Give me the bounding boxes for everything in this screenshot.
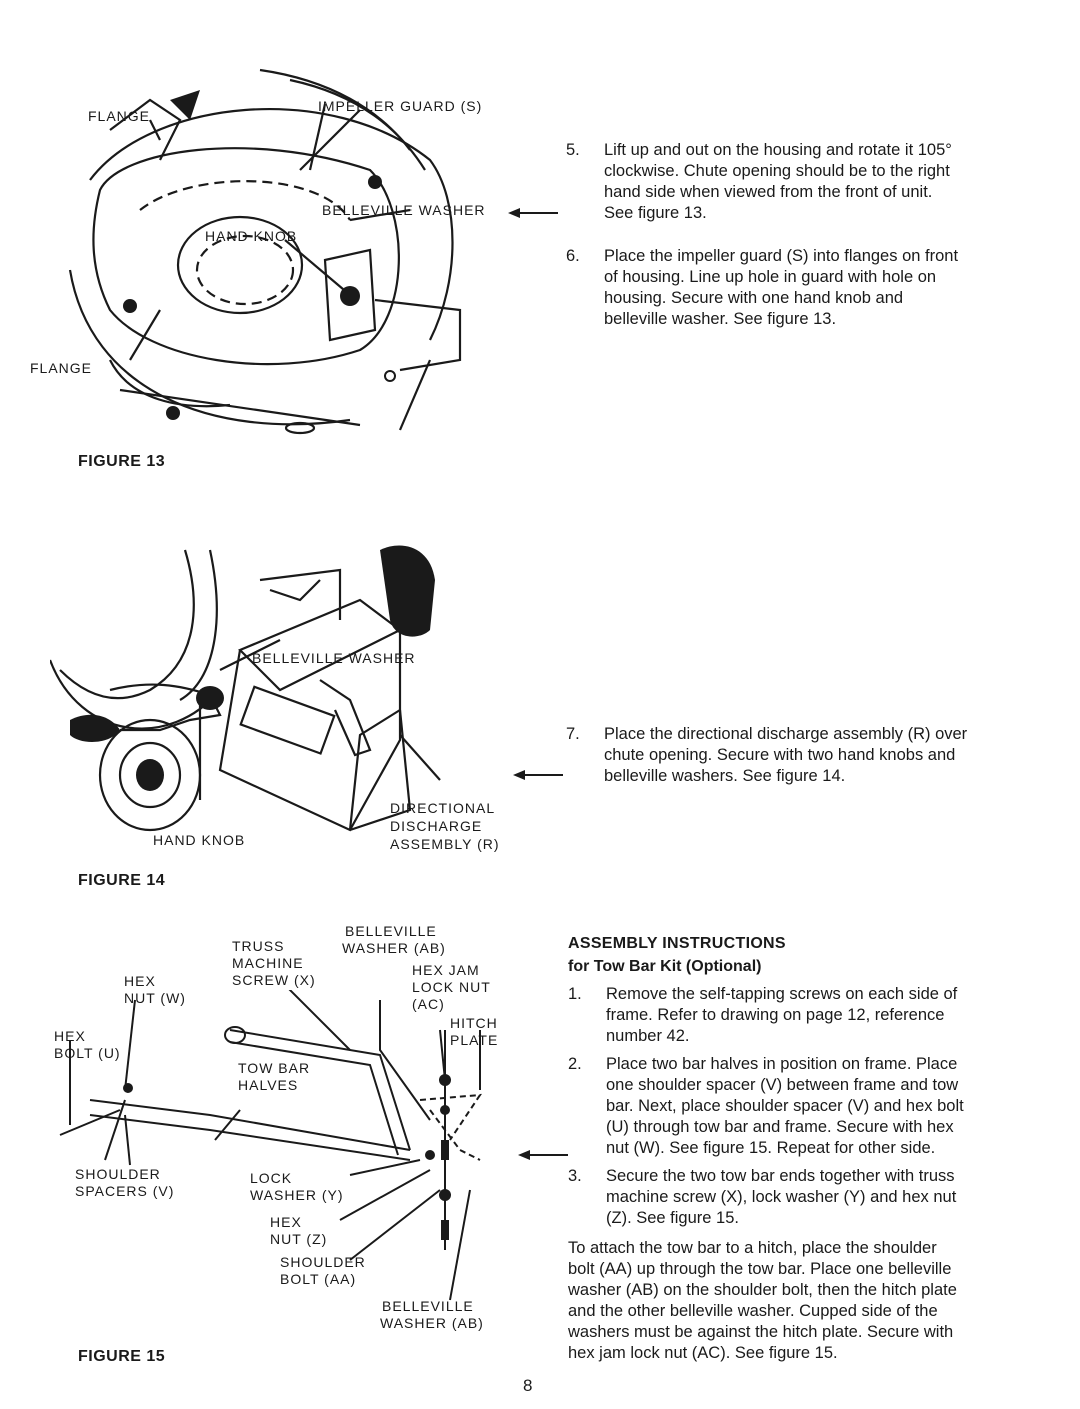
- step-number: 7.: [566, 725, 580, 743]
- step-text: Place the directional discharge assembly…: [604, 724, 967, 787]
- fig14-hand-knob-label: HAND KNOB: [153, 832, 246, 848]
- fig15-hex-nut-w-line2: NUT (W): [124, 990, 186, 1006]
- paragraph-line: and the other belleville washer. Cupped …: [568, 1302, 938, 1320]
- fig14-directional-line3: ASSEMBLY (R): [390, 836, 500, 852]
- step-line: housing. Secure with one hand knob and: [604, 289, 904, 307]
- paragraph-line: bolt (AA) up through the tow bar. Place …: [568, 1260, 952, 1278]
- fig15-truss-line3: SCREW (X): [232, 972, 316, 988]
- fig15-belleville-bottom-line1: BELLEVILLE: [382, 1298, 474, 1314]
- figure-13-illustration: [68, 68, 462, 435]
- step-line: belleville washers. See figure 14.: [604, 767, 846, 785]
- step-number: 2.: [568, 1055, 582, 1073]
- assembly-step-3: 3. Secure the two tow bar ends together …: [568, 1166, 1028, 1232]
- fig15-hitch-line1: HITCH: [450, 1015, 498, 1031]
- fig13-hand-knob-label: HAND KNOB: [205, 228, 298, 244]
- step-number: 3.: [568, 1167, 582, 1185]
- step-number: 5.: [566, 141, 580, 159]
- paragraph-line: washers must be against the hitch plate.…: [568, 1323, 954, 1341]
- paragraph-line: hex jam lock nut (AC). See figure 15.: [568, 1344, 838, 1362]
- fig15-hex-jam-line3: (AC): [412, 996, 445, 1012]
- step-line: See figure 13.: [604, 204, 707, 222]
- arrow-left-icon: [508, 208, 558, 218]
- fig15-shoulder-bolt-line2: BOLT (AA): [280, 1271, 357, 1287]
- fig15-shoulder-spacers-line1: SHOULDER: [75, 1166, 161, 1182]
- fig15-tow-bar-line1: TOW BAR: [238, 1060, 311, 1076]
- step-line: machine screw (X), lock washer (Y) and h…: [606, 1188, 957, 1206]
- paragraph-line: To attach the tow bar to a hitch, place …: [568, 1239, 937, 1257]
- step-line: Place the impeller guard (S) into flange…: [604, 247, 959, 265]
- arrow-left-icon: [513, 770, 563, 780]
- figure-15-illustration: [59, 990, 482, 1301]
- fig15-shoulder-spacers-line2: SPACERS (V): [75, 1183, 175, 1199]
- figure-14-illustration: [50, 545, 441, 832]
- step-line: chute opening. Secure with two hand knob…: [604, 746, 956, 764]
- tow-bar-hitch-paragraph: To attach the tow bar to a hitch, place …: [568, 1238, 1038, 1368]
- fig15-truss-line1: TRUSS: [232, 938, 285, 954]
- fig15-hex-nut-z-line1: HEX: [270, 1214, 302, 1230]
- fig15-hex-bolt-line1: HEX: [54, 1028, 86, 1044]
- fig13-flange-top-label: FLANGE: [88, 108, 151, 124]
- assembly-step-2: 2. Place two bar halves in position on f…: [568, 1054, 1028, 1164]
- step-line: of housing. Line up hole in guard with h…: [604, 268, 937, 286]
- assembly-title: ASSEMBLY INSTRUCTIONS: [568, 935, 786, 952]
- fig15-belleville-bottom-line2: WASHER (AB): [380, 1315, 484, 1331]
- step-line: hand side when viewed from the front of …: [604, 183, 933, 201]
- fig15-belleville-top-line1: BELLEVILLE: [345, 923, 437, 939]
- step-5: 5. Lift up and out on the housing and ro…: [566, 140, 1026, 230]
- step-line: number 42.: [606, 1027, 690, 1045]
- fig15-hitch-line2: PLATE: [450, 1032, 499, 1048]
- arrow-left-icon: [518, 1150, 568, 1160]
- step-number: 6.: [566, 247, 580, 265]
- fig15-lock-washer-line1: LOCK: [250, 1170, 293, 1186]
- step-text: Secure the two tow bar ends together wit…: [606, 1166, 956, 1229]
- fig14-belleville-washer-label: BELLEVILLE WASHER: [252, 650, 416, 666]
- step-line: one shoulder spacer (V) between frame an…: [606, 1076, 959, 1094]
- assembly-subtitle: for Tow Bar Kit (Optional): [568, 958, 762, 975]
- fig14-directional-line1: DIRECTIONAL: [390, 800, 496, 816]
- step-text: Remove the self-tapping screws on each s…: [606, 984, 957, 1047]
- assembly-step-1: 1. Remove the self-tapping screws on eac…: [568, 984, 1028, 1050]
- step-line: (Z). See figure 15.: [606, 1209, 739, 1227]
- figure-14-caption: FIGURE 14: [78, 872, 166, 889]
- step-line: Remove the self-tapping screws on each s…: [606, 985, 958, 1003]
- step-line: clockwise. Chute opening should be to th…: [604, 162, 950, 180]
- step-text: Place two bar halves in position on fram…: [606, 1054, 964, 1159]
- fig15-shoulder-bolt-line1: SHOULDER: [280, 1254, 366, 1270]
- page-number: 8: [523, 1376, 533, 1395]
- step-line: Secure the two tow bar ends together wit…: [606, 1167, 955, 1185]
- step-line: bar. Next, place shoulder spacer (V) and…: [606, 1097, 964, 1115]
- fig14-directional-line2: DISCHARGE: [390, 818, 483, 834]
- fig15-hex-jam-line2: LOCK NUT: [412, 979, 491, 995]
- fig15-hex-jam-line1: HEX JAM: [412, 962, 480, 978]
- step-line: Place the directional discharge assembly…: [604, 725, 968, 743]
- fig15-tow-bar-line2: HALVES: [238, 1077, 299, 1093]
- paragraph-line: washer (AB) on the shoulder bolt, then t…: [568, 1281, 957, 1299]
- step-text: Lift up and out on the housing and rotat…: [604, 140, 952, 224]
- fig15-lock-washer-line2: WASHER (Y): [250, 1187, 344, 1203]
- fig13-belleville-washer-label: BELLEVILLE WASHER: [322, 202, 486, 218]
- step-6: 6. Place the impeller guard (S) into fla…: [566, 246, 1026, 336]
- step-7: 7. Place the directional discharge assem…: [566, 724, 1026, 794]
- figure-13-caption: FIGURE 13: [78, 453, 166, 470]
- step-line: nut (W). See figure 15. Repeat for other…: [606, 1139, 936, 1157]
- fig13-impeller-guard-label: IMPELLER GUARD (S): [318, 98, 483, 114]
- fig15-hex-bolt-line2: BOLT (U): [54, 1045, 121, 1061]
- step-line: Lift up and out on the housing and rotat…: [604, 141, 952, 159]
- step-text: Place the impeller guard (S) into flange…: [604, 246, 958, 330]
- fig15-truss-line2: MACHINE: [232, 955, 304, 971]
- fig13-flange-bottom-label: FLANGE: [30, 360, 93, 376]
- step-line: Place two bar halves in position on fram…: [606, 1055, 958, 1073]
- fig15-hex-nut-z-line2: NUT (Z): [270, 1231, 328, 1247]
- fig15-hex-nut-w-line1: HEX: [124, 973, 156, 989]
- step-line: belleville washer. See figure 13.: [604, 310, 837, 328]
- figure-15-caption: FIGURE 15: [78, 1348, 166, 1365]
- step-line: frame. Refer to drawing on page 12, refe…: [606, 1006, 945, 1024]
- step-number: 1.: [568, 985, 582, 1003]
- step-line: (U) through tow bar and frame. Secure wi…: [606, 1118, 954, 1136]
- fig15-belleville-top-line2: WASHER (AB): [342, 940, 446, 956]
